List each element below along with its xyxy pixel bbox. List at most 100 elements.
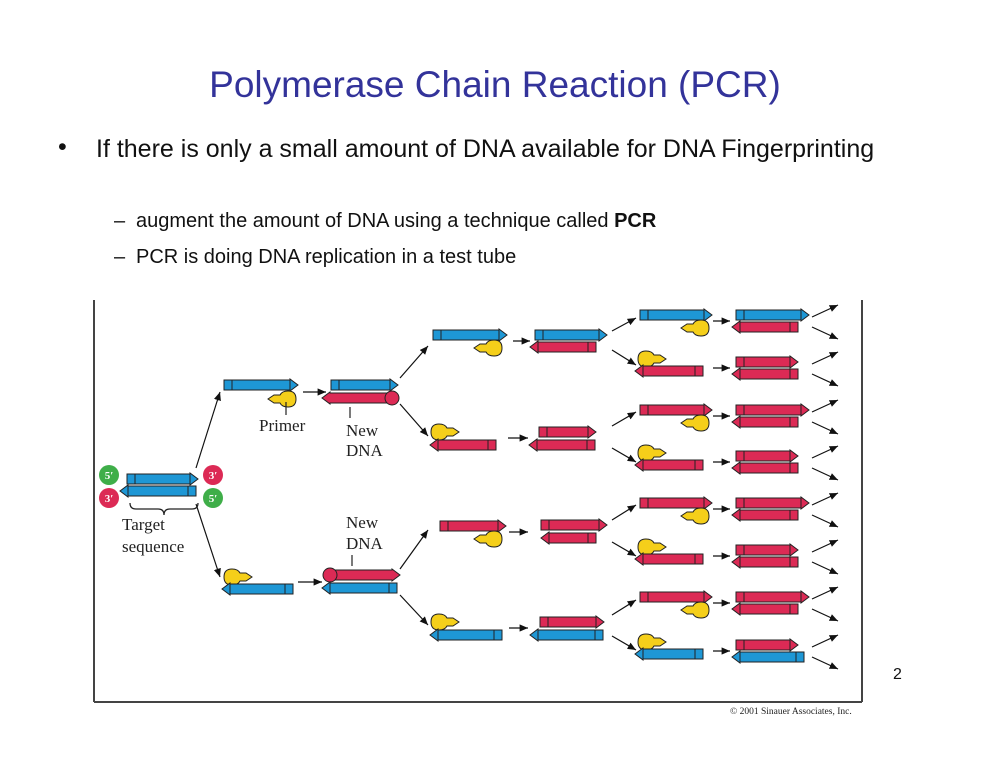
new-strand — [429, 438, 497, 452]
primer-origin-bulb — [322, 567, 338, 583]
end-label-5-top-left: 5′ — [99, 465, 119, 485]
new-dna-label-bottom-line1: New — [346, 513, 379, 532]
flow-arrow — [811, 399, 839, 413]
new-strand — [439, 519, 507, 533]
template-strand — [432, 328, 508, 342]
template-strand — [534, 328, 608, 342]
flow-arrow — [811, 656, 839, 670]
template-strand — [330, 378, 399, 392]
end-text: 3′ — [209, 470, 218, 482]
flow-arrow — [611, 541, 637, 557]
primer — [637, 538, 667, 556]
flow-arrow — [399, 529, 429, 570]
flow-arrow — [811, 326, 839, 340]
flow-arrow — [399, 403, 429, 437]
flow-arrow — [399, 594, 429, 626]
template-strand — [429, 628, 503, 642]
new-strand — [321, 391, 396, 405]
primer — [223, 568, 253, 586]
primer — [637, 633, 667, 651]
new-strand — [731, 415, 799, 429]
bullet-text: If there is only a small amount of DNA a… — [96, 135, 875, 163]
sub-bullet-2: –PCR is doing DNA replication in a test … — [114, 246, 516, 269]
primer-origin-bulb — [384, 390, 400, 406]
flow-arrow — [611, 349, 637, 366]
template-strand — [126, 472, 199, 486]
flow-arrow — [611, 599, 637, 616]
sub-bullet-dash: – — [114, 246, 126, 268]
new-strand — [634, 364, 704, 378]
end-text: 3′ — [105, 493, 114, 505]
primer — [680, 414, 710, 432]
primer — [680, 507, 710, 525]
flow-arrow — [811, 634, 839, 648]
flow-arrow — [611, 504, 637, 521]
copyright-notice: © 2001 Sinauer Associates, Inc. — [730, 707, 852, 717]
primer — [637, 350, 667, 368]
new-strand — [539, 615, 605, 629]
new-strand — [735, 590, 810, 604]
bullet-marker: • — [58, 133, 67, 161]
flow-arrow — [195, 391, 221, 469]
new-strand — [735, 496, 810, 510]
new-dna-label-top-line1: New — [346, 421, 379, 440]
target-label: Target — [122, 515, 165, 534]
sequence-label: sequence — [122, 537, 184, 556]
primer — [680, 601, 710, 619]
new-strand — [735, 403, 810, 417]
template-strand — [321, 581, 398, 595]
new-strand — [731, 367, 799, 381]
end-label-3-top-right: 3′ — [203, 465, 223, 485]
flow-arrow — [811, 304, 839, 318]
new-strand — [326, 568, 401, 582]
flow-arrow — [811, 539, 839, 553]
slide-title: Polymerase Chain Reaction (PCR) — [209, 64, 781, 105]
new-strand — [731, 320, 799, 334]
sub-bullet-bold: PCR — [614, 210, 657, 232]
template-strand — [119, 484, 197, 498]
new-dna-label-top-line2: DNA — [346, 441, 384, 460]
sub-bullet-text: augment the amount of DNA using a techni… — [136, 210, 615, 232]
flow-arrow — [811, 445, 839, 459]
primer — [473, 339, 503, 357]
new-strand — [735, 449, 799, 463]
flow-arrow — [811, 492, 839, 506]
template-strand — [735, 308, 810, 322]
end-text: 5′ — [209, 493, 218, 505]
template-strand — [639, 308, 713, 322]
arrows-layer — [195, 304, 839, 670]
new-strand — [639, 590, 713, 604]
new-strand — [731, 555, 799, 569]
primer — [267, 390, 297, 408]
sub-bullet-1: –augment the amount of DNA using a techn… — [114, 210, 656, 233]
end-label-3-bottom-left: 3′ — [99, 488, 119, 508]
flow-arrow — [811, 467, 839, 481]
flow-arrow — [611, 635, 637, 651]
new-strand — [735, 543, 799, 557]
target-brace — [129, 502, 199, 516]
new-strand — [538, 425, 597, 439]
end-text: 5′ — [105, 470, 114, 482]
primer — [637, 444, 667, 462]
primer — [430, 423, 460, 441]
flow-arrow — [811, 561, 839, 575]
flow-arrow — [611, 411, 637, 427]
flow-arrow — [811, 514, 839, 528]
flow-arrow — [811, 421, 839, 435]
new-strand — [528, 438, 596, 452]
new-strand — [529, 340, 597, 354]
flow-arrow — [811, 586, 839, 600]
end-label-5-bottom-right: 5′ — [203, 488, 223, 508]
primer — [430, 613, 460, 631]
new-strand — [731, 461, 799, 475]
strands-layer — [119, 308, 810, 664]
new-strand — [731, 508, 799, 522]
template-strand — [223, 378, 299, 392]
primer-label: Primer — [259, 416, 306, 435]
primer — [680, 319, 710, 337]
new-strand — [735, 355, 799, 369]
primer — [473, 530, 503, 548]
new-strand — [639, 403, 713, 417]
new-strand — [634, 458, 704, 472]
